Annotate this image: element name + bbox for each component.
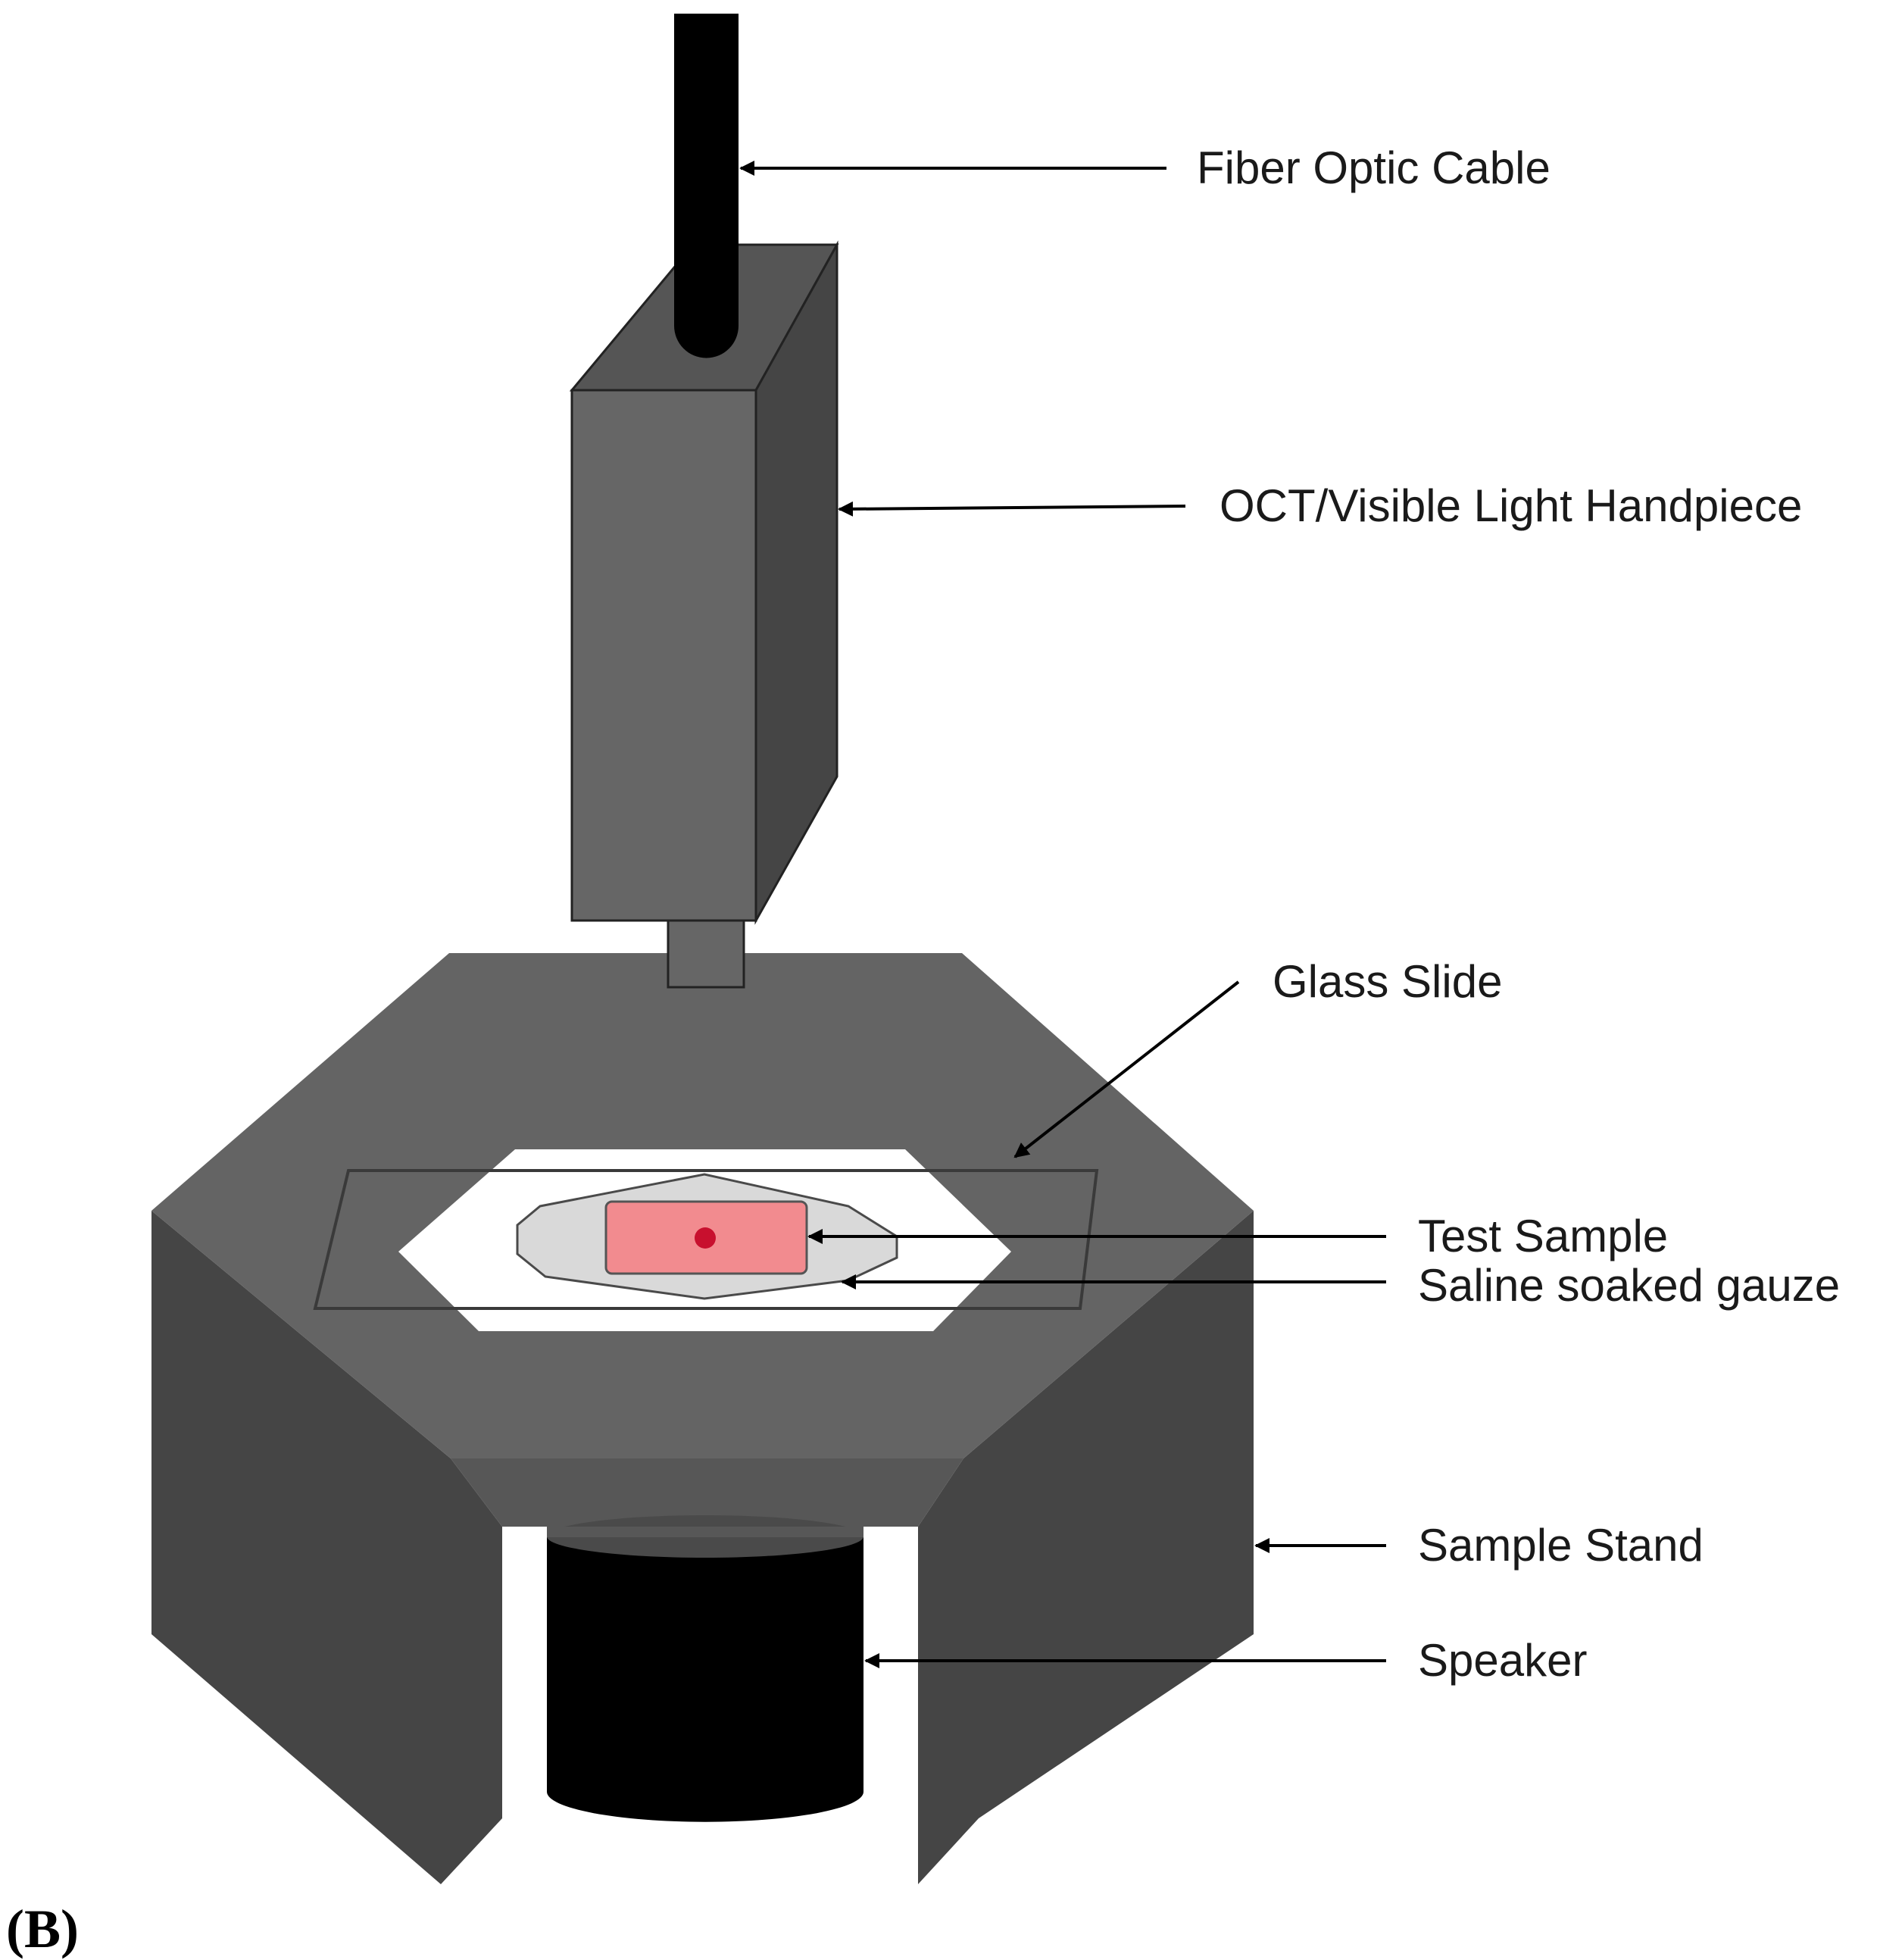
leader-lines: [739, 161, 1386, 1668]
test-sample-dot: [695, 1227, 716, 1249]
glass-slide-pointer: [1013, 980, 1240, 1158]
speaker-label: Speaker: [1418, 1635, 1587, 1686]
test-sample-label: Test Sample: [1418, 1211, 1668, 1261]
callout-labels: Fiber Optic Cable OCT/Visible Light Hand…: [1197, 142, 1840, 1686]
stand-left-face: [151, 1211, 502, 1884]
handpiece-front-face: [570, 389, 757, 922]
stand-right-face: [918, 1211, 1254, 1884]
sample-stand: [151, 953, 1254, 1884]
glass-slide: [313, 1169, 1099, 1310]
sample-stand-label: Sample Stand: [1418, 1520, 1704, 1571]
fiber-optic-cable: [674, 14, 739, 358]
stand-front-face: [451, 1458, 963, 1527]
glass-slide-label: Glass Slide: [1273, 956, 1502, 1007]
handpiece-nozzle: [667, 919, 745, 989]
fiber-optic-cable-label: Fiber Optic Cable: [1197, 142, 1551, 193]
speaker-shadow: [547, 1527, 863, 1537]
speaker: [547, 1515, 863, 1822]
panel-label: (B): [6, 1899, 79, 1959]
speaker-body: [547, 1529, 863, 1822]
handpiece-label: OCT/Visible Light Handpiece: [1220, 480, 1802, 531]
handpiece-pointer: [838, 501, 1186, 517]
gauze-label: Saline soaked gauze: [1418, 1260, 1840, 1311]
